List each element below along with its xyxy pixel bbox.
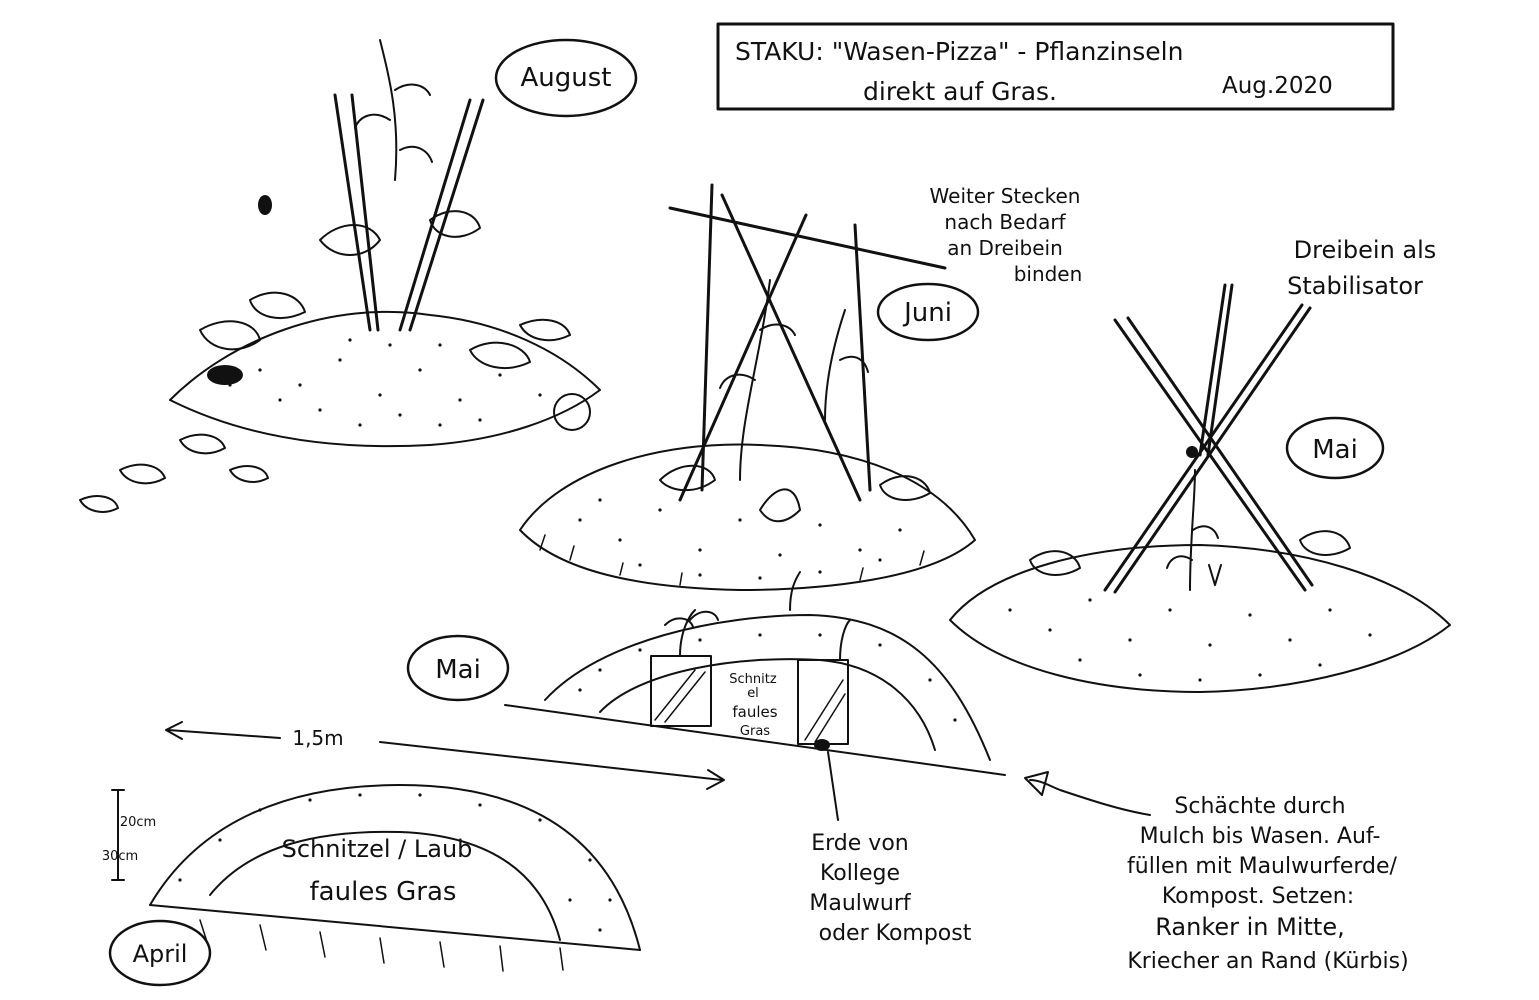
note-stecken-line2: nach Bedarf: [944, 210, 1066, 234]
label-august: August: [494, 38, 638, 118]
note-erde-line4: oder Kompost: [819, 921, 972, 946]
section-small-line1: Schnitz: [729, 672, 777, 687]
dimension-width: 1,5m: [165, 721, 725, 790]
title-line1: STAKU: "Wasen-Pizza" - Pflanzinseln: [735, 37, 1183, 66]
dimension-h20-text: 20cm: [120, 815, 156, 830]
mai-section: Schnitz el faules Gras: [504, 571, 1006, 821]
note-erde: Erde von Kollege Maulwurf oder Kompost: [809, 831, 971, 946]
juni-label-text: Juni: [902, 298, 952, 328]
april-section: Schnitzel / Laub faules Gras 20cm 30cm: [102, 784, 641, 972]
mai-tripod-mound: [949, 283, 1451, 693]
title-date: Aug.2020: [1222, 73, 1333, 99]
august-label-text: August: [521, 63, 612, 93]
note-schaechte-line1: Schächte durch: [1174, 794, 1345, 819]
august-mound: [79, 39, 601, 513]
label-mai-section: Mai: [406, 634, 510, 702]
note-stecken: Weiter Stecken nach Bedarf an Dreibein b…: [930, 184, 1083, 286]
faules-gras-label: faules Gras: [310, 877, 457, 907]
note-erde-line1: Erde von: [811, 831, 908, 856]
title-box: STAKU: "Wasen-Pizza" - Pflanzinseln dire…: [716, 22, 1395, 111]
section-small-line3: faules: [732, 703, 777, 721]
note-schaechte-line4: Kompost. Setzen:: [1162, 884, 1354, 909]
april-label-text: April: [133, 940, 188, 968]
note-schaechte-line5: Ranker in Mitte,: [1155, 913, 1344, 941]
note-stecken-line4: binden: [1014, 262, 1083, 286]
label-april: April: [108, 919, 212, 987]
label-juni: Juni: [876, 282, 980, 342]
note-schaechte-line2: Mulch bis Wasen. Auf-: [1140, 824, 1381, 849]
label-mai-tripod: Mai: [1285, 416, 1385, 480]
note-erde-line3: Maulwurf: [809, 891, 912, 916]
section-small-line4: Gras: [740, 724, 770, 739]
note-schaechte-line6: Kriecher an Rand (Kürbis): [1127, 949, 1408, 974]
note-dreibein-line2: Stabilisator: [1287, 272, 1423, 300]
note-schaechte: Schächte durch Mulch bis Wasen. Auf- fül…: [1024, 771, 1409, 974]
juni-mound: [519, 183, 976, 591]
dimension-width-text: 1,5m: [292, 726, 343, 750]
dimension-h30-text: 30cm: [102, 849, 138, 864]
note-stecken-line3: an Dreibein: [947, 236, 1063, 260]
mai-tripod-label-text: Mai: [1312, 435, 1358, 465]
note-dreibein-line1: Dreibein als: [1294, 236, 1437, 264]
title-line2: direkt auf Gras.: [863, 77, 1057, 106]
note-dreibein: Dreibein als Stabilisator: [1287, 236, 1436, 300]
section-small-line2: el: [747, 686, 759, 701]
schnitzel-laub-label: Schnitzel / Laub: [282, 835, 473, 863]
note-erde-line2: Kollege: [820, 861, 900, 886]
note-schaechte-line3: füllen mit Maulwurferde/: [1127, 854, 1397, 879]
note-stecken-line1: Weiter Stecken: [930, 184, 1081, 208]
mai-section-label-text: Mai: [435, 655, 481, 685]
